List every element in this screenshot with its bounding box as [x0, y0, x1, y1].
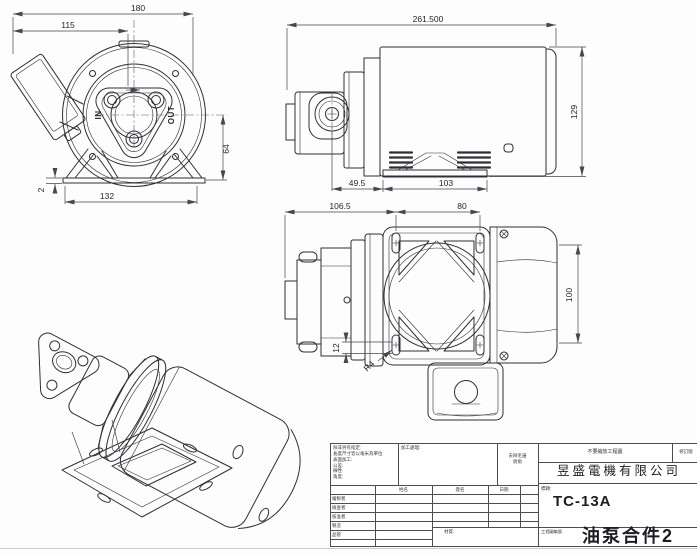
dwg-number-label: 工程圖編號 [541, 529, 562, 534]
tolerance-notes: 除非另有指定: 長度尺寸皆以毫米為單位 表面加工: 公差: 線性: 角度: [333, 445, 397, 480]
row-qa: 品管 [332, 531, 341, 537]
side-view-geometry [285, 46, 557, 178]
note-line: 表面加工: [333, 456, 353, 462]
do-not-scale-note: 不要縮放工程圖 [587, 449, 623, 455]
isometric-view-geometry [38, 332, 301, 530]
note-line: 角度: [333, 474, 344, 480]
port-in-label: IN [94, 111, 103, 120]
row-mfg: 製造 [332, 522, 341, 528]
titleblock-line [538, 462, 697, 463]
titleblock-line [330, 494, 538, 495]
radius-r4-callout: R4 [361, 358, 376, 373]
title-label: 標題: [541, 486, 552, 491]
front-view-geometry [10, 40, 206, 187]
titleblock-line [330, 546, 697, 547]
dim-80: 80 [457, 201, 467, 211]
titleblock-line [330, 443, 331, 547]
note-line: 長度尺寸皆以毫米為單位 [333, 450, 383, 456]
titleblock-line [330, 443, 697, 444]
dim-180: 180 [131, 3, 145, 13]
titleblock-line [375, 485, 376, 547]
deburr-line1: 去除毛邊 [508, 453, 527, 458]
dim-100: 100 [564, 288, 574, 302]
dim-261-500: 261.500 [413, 14, 444, 24]
top-view-geometry [284, 226, 558, 421]
column-signature: 簽名 [455, 486, 465, 492]
side-view-dimensions: 261.500 49.5 103 129 [286, 14, 586, 192]
row-drawn: 繪製者 [332, 495, 346, 501]
row-approved: 核准者 [332, 513, 346, 519]
dim-132: 132 [100, 191, 114, 201]
material-label: 材質: [444, 528, 455, 534]
titleblock-line [330, 530, 432, 531]
titleblock-line [398, 443, 399, 485]
finish-label: 加工處理: [401, 445, 421, 450]
titleblock-line [538, 483, 697, 484]
dim-106-5: 106.5 [329, 201, 351, 211]
deburr-line2: 銳角 [513, 458, 522, 464]
junction-box-angled [10, 53, 86, 141]
titleblock-line [488, 485, 489, 527]
note-line: 除非另有指定: [333, 445, 362, 450]
titleblock-line [672, 443, 673, 462]
dim-129: 129 [569, 105, 579, 119]
front-view-dimensions: 180 115 132 2 64 IN OUT [12, 3, 231, 205]
row-checked: 檢查者 [332, 504, 346, 510]
titleblock-line [330, 539, 432, 540]
sheet-bottom-border [0, 548, 697, 549]
note-line: 公差: [333, 462, 344, 468]
titleblock-line [520, 485, 521, 527]
part-number: TC-13A [553, 493, 612, 510]
titleblock-line [330, 503, 538, 504]
dim-49-5: 49.5 [349, 178, 366, 188]
port-out-label: OUT [167, 106, 176, 124]
revision-label: 修訂版 [679, 449, 693, 454]
dim-115: 115 [61, 20, 75, 30]
deburr-note: 去除毛邊 銳角 [497, 453, 538, 464]
drawing-title: 油泵合件2 [581, 526, 674, 546]
company-name: 昱盛電機有限公司 [556, 464, 681, 478]
note-line: 線性: [333, 468, 344, 474]
titleblock-line [538, 443, 539, 547]
dim-2: 2 [36, 187, 46, 192]
dim-12: 12 [331, 343, 341, 353]
titleblock-line [330, 485, 538, 486]
column-name: 姓名 [399, 486, 408, 492]
dim-103: 103 [439, 178, 453, 188]
titleblock-line [497, 443, 498, 485]
dim-64: 64 [221, 144, 231, 154]
titleblock-line [432, 527, 697, 528]
titleblock-line [330, 512, 538, 513]
title-block: 除非另有指定: 長度尺寸皆以毫米為單位 表面加工: 公差: 線性: 角度: 加工… [330, 443, 697, 547]
titleblock-line [330, 521, 538, 522]
titleblock-line [432, 485, 433, 547]
column-date: 日期 [499, 486, 509, 492]
